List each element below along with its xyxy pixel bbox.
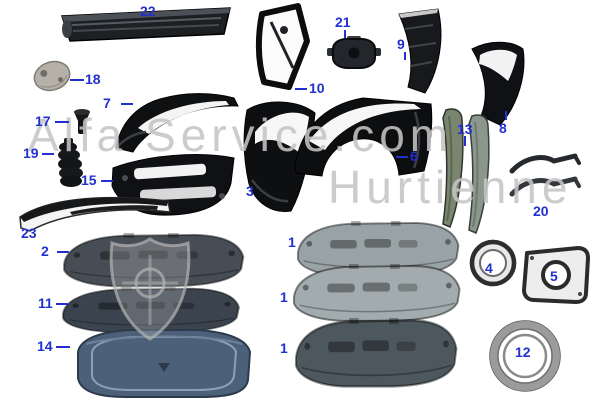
part-label-17[interactable]: 17 (35, 113, 51, 129)
part-label-2[interactable]: 2 (41, 243, 49, 259)
part-label-12[interactable]: 12 (515, 344, 531, 360)
part-3-fender-panel (243, 101, 316, 213)
part-label-18[interactable]: 18 (85, 71, 101, 87)
connector-8 (505, 111, 507, 120)
part-label-19[interactable]: 19 (23, 145, 39, 161)
part-10-door-inner-frame (255, 3, 310, 90)
part-label-7[interactable]: 7 (103, 95, 111, 111)
part-label-15[interactable]: 15 (81, 172, 97, 188)
part-8-pillar-trim (471, 41, 525, 126)
part-label-20[interactable]: 20 (533, 203, 549, 219)
part-2-front-bumper (63, 231, 245, 288)
part-14-boot-lid (77, 329, 252, 398)
part-label-8[interactable]: 8 (499, 120, 507, 136)
connector-19 (42, 153, 54, 155)
part-12-seal-ring-large (489, 320, 561, 392)
part-18-gasket-plate (33, 60, 71, 92)
part-1-bumper-middle (292, 263, 461, 322)
part-11-rear-valance (62, 285, 240, 334)
part-1-bumper-bottom (294, 316, 458, 388)
part-label-11[interactable]: 11 (38, 295, 53, 311)
connector-13 (464, 136, 466, 146)
connector-14 (56, 346, 70, 348)
part-22-cowl-vent-panel (60, 7, 231, 42)
part-19-rubber-bellows (58, 138, 83, 187)
connector-7 (121, 103, 133, 105)
connector-6 (396, 156, 408, 158)
part-label-4[interactable]: 4 (485, 260, 493, 276)
part-13-pillar-trim-pair (442, 108, 490, 235)
part-label-23[interactable]: 23 (21, 225, 37, 241)
part-label-14[interactable]: 14 (37, 338, 53, 354)
part-21-mount-bracket (327, 36, 381, 69)
part-17-rubber-plug (74, 109, 90, 134)
part-23-sill-trim (19, 196, 171, 232)
part-label-1-bottom[interactable]: 1 (280, 340, 288, 356)
part-label-9[interactable]: 9 (397, 36, 405, 52)
connector-10 (295, 88, 307, 90)
part-label-5[interactable]: 5 (550, 268, 558, 284)
part-6-front-fender-right (294, 97, 433, 177)
part-20-bracket-pair (509, 153, 581, 197)
part-label-6[interactable]: 6 (410, 148, 418, 164)
connector-18 (70, 79, 84, 81)
part-label-22[interactable]: 22 (140, 3, 156, 19)
part-label-13[interactable]: 13 (457, 121, 473, 137)
part-label-1-top[interactable]: 1 (288, 234, 296, 250)
part-label-3[interactable]: 3 (246, 183, 254, 199)
part-9-pillar-trim-upper (398, 8, 442, 94)
connector-11 (56, 303, 68, 305)
connector-17 (55, 121, 69, 123)
connector-9 (404, 52, 406, 60)
part-label-1-middle[interactable]: 1 (280, 289, 288, 305)
connector-2 (57, 251, 69, 253)
part-label-10[interactable]: 10 (309, 80, 325, 96)
connector-21 (344, 30, 346, 38)
part-5-bracket-plate (522, 246, 590, 304)
connector-15 (101, 180, 113, 182)
part-4-seal-ring-small (469, 239, 517, 287)
part-label-21[interactable]: 21 (335, 14, 351, 30)
part-7-front-fender-left (115, 93, 239, 153)
